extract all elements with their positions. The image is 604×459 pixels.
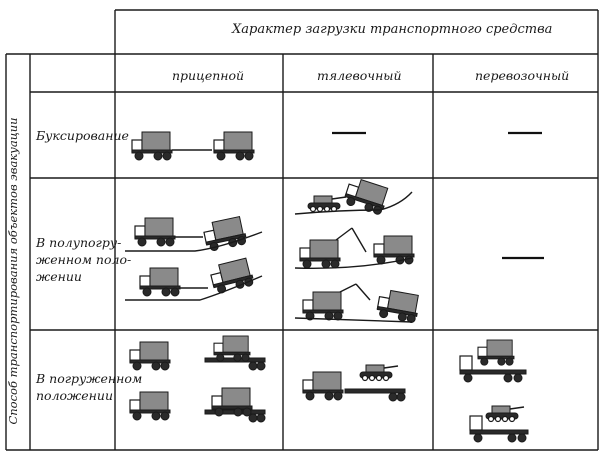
row-label-semi-loaded-line3: жении — [36, 269, 82, 284]
row-label-semi-loaded-line2: женном поло- — [36, 252, 132, 267]
row-label-semi-loaded-line1: В полупогру- — [36, 235, 122, 250]
column-header-trailer: прицепной — [172, 68, 245, 83]
illustration-r2-towing — [294, 175, 421, 324]
row-label-loaded-line2: положении — [36, 388, 114, 403]
column-header-towing: тялевочный — [317, 68, 402, 83]
illustration-r2-trailer — [125, 215, 263, 301]
row-label-towing: Буксирование — [36, 128, 129, 143]
illustration-r3-transport — [459, 339, 529, 443]
header-load-character: Характер загрузки транспортного средства — [232, 22, 553, 37]
row-label-semi-loaded: В полупогру- женном поло- жении — [36, 234, 131, 285]
row-label-loaded-line1: В погруженном — [36, 371, 143, 386]
illustration-r1-trailer — [131, 131, 255, 161]
row-label-loaded: В погруженном положении — [36, 370, 142, 404]
illustration-r3-trailer — [129, 335, 266, 423]
column-header-transport: перевозочный — [475, 68, 570, 83]
illustration-r3-towing — [302, 364, 406, 402]
